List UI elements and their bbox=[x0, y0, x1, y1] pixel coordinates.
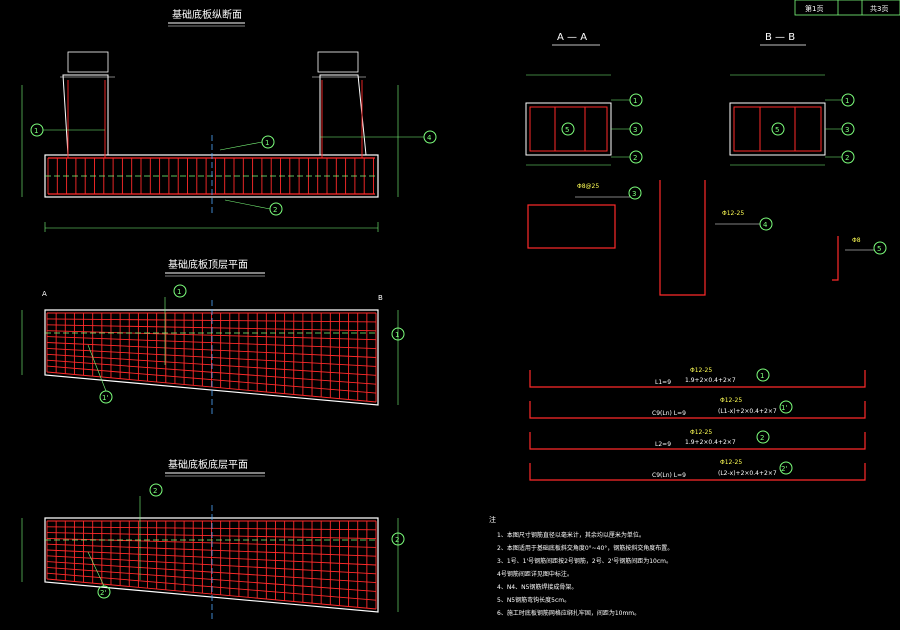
title-block: 第1页 共3页 bbox=[794, 0, 900, 16]
schedule-row-1-len: L1=9 bbox=[655, 379, 671, 386]
bar-detail-5: Φ8 5 bbox=[832, 236, 887, 281]
detail-3-spec: Φ8@25 bbox=[577, 183, 599, 190]
top-plan-rebar-mesh bbox=[46, 312, 377, 403]
schedule-row-1-note: 1.9+2×0.4+2×7 bbox=[685, 377, 736, 384]
general-notes: 注 1、本图尺寸钢筋直径以毫米计，其余均以厘米为单位。 2、本图适用于基础底板斜… bbox=[489, 515, 673, 617]
note-5: 5、N5钢筋弯钩长度5cm。 bbox=[497, 596, 570, 604]
detail-4-spec: Φ12-25 bbox=[722, 210, 744, 217]
schedule-row-2-spec: Φ12-25 bbox=[720, 397, 742, 404]
schedule-row-2-note: (L1-x)+2×0.4+2×7 bbox=[718, 408, 777, 415]
schedule-row-2-mark: 1' bbox=[781, 404, 787, 412]
callout-3-detail: 3 bbox=[632, 190, 636, 198]
callout-1-a: 1 bbox=[633, 97, 637, 105]
notes-heading: 注 bbox=[489, 515, 496, 524]
schedule-row-1-spec: Φ12-25 bbox=[690, 367, 712, 374]
section-b-view: B — B 5 1 3 2 bbox=[729, 32, 855, 166]
callout-3-b: 3 bbox=[845, 126, 849, 134]
note-2: 2、本图适用于基础底板斜交角度0°~40°，钢筋按斜交角度布置。 bbox=[497, 544, 673, 552]
note-4: 4、N4、N5钢筋焊接成骨架。 bbox=[497, 583, 577, 591]
callout-5-a: 5 bbox=[565, 126, 569, 134]
callout-2-b: 2 bbox=[845, 154, 849, 162]
section-b-title: B — B bbox=[765, 32, 795, 43]
schedule-row-3-len: L2=9 bbox=[655, 441, 671, 448]
bottom-plan-view: 基础底板底层平面 2 2 2' bbox=[21, 458, 405, 622]
section-a-title: A — A bbox=[557, 32, 587, 43]
callout-1p-top: 1' bbox=[102, 394, 108, 402]
bar-detail-4: Φ12-25 4 bbox=[659, 180, 773, 296]
bottom-plan-rebar-mesh bbox=[46, 520, 377, 610]
schedule-row-4-len: C9(Ln) L=9 bbox=[652, 472, 686, 479]
title-block-cell-2: 共3页 bbox=[870, 4, 888, 13]
bottom-plan-title: 基础底板底层平面 bbox=[168, 458, 248, 471]
note-1: 1、本图尺寸钢筋直径以毫米计，其余均以厘米为单位。 bbox=[497, 531, 645, 539]
section-a-view: A — A 5 1 3 2 bbox=[525, 32, 643, 166]
detail-5-spec: Φ8 bbox=[852, 237, 861, 244]
callout-4-detail: 4 bbox=[763, 221, 768, 229]
schedule-row-4-spec: Φ12-25 bbox=[720, 459, 742, 466]
callout-1-top-right: 1 bbox=[395, 331, 399, 339]
schedule-row-1-mark: 1 bbox=[760, 372, 764, 380]
callout-4-long: 4 bbox=[427, 134, 432, 142]
callout-1-long-mid: 1 bbox=[265, 139, 269, 147]
longitudinal-section-view: 基础底板纵断面 1 4 1 2 bbox=[21, 8, 437, 232]
callout-2-a: 2 bbox=[633, 154, 637, 162]
title-block-cell-1: 第1页 bbox=[805, 4, 823, 13]
schedule-row-4-note: (L2-x)+2×0.4+2×7 bbox=[718, 470, 777, 477]
note-3-cont: 4号钢筋间距详见图中标注。 bbox=[497, 570, 573, 578]
schedule-row-4-mark: 2' bbox=[781, 465, 787, 473]
callout-1-top: 1 bbox=[177, 288, 181, 296]
top-plan-view: 基础底板顶层平面 A B 1 1 1' bbox=[21, 258, 405, 415]
callout-2p-bottom: 2' bbox=[100, 589, 106, 597]
section-mark-b-top: B bbox=[378, 294, 383, 302]
callout-2-bottom-right: 2 bbox=[395, 536, 399, 544]
schedule-row-3-note: 1.9+2×0.4+2×7 bbox=[685, 439, 736, 446]
bar-detail-3: Φ8@25 3 bbox=[527, 183, 642, 249]
callout-1-long: 1 bbox=[34, 127, 38, 135]
schedule-row-3-mark: 2 bbox=[760, 434, 764, 442]
note-6: 6、施工时底板钢筋网格应绑扎牢固，间距为10mm。 bbox=[497, 609, 640, 617]
callout-2-long: 2 bbox=[273, 206, 277, 214]
schedule-row-2-len: C9(Ln) L=9 bbox=[652, 410, 686, 417]
callout-5-detail: 5 bbox=[877, 245, 881, 253]
callout-1-b: 1 bbox=[845, 97, 849, 105]
longitudinal-title: 基础底板纵断面 bbox=[172, 8, 242, 21]
bar-schedule: Φ12-25 1.9+2×0.4+2×7 L1=9 1 Φ12-25 (L1-x… bbox=[529, 367, 866, 481]
note-3: 3、1号、1'号钢筋间距按2号钢筋，2号、2'号钢筋间距为10cm。 bbox=[497, 557, 672, 565]
callout-3-a: 3 bbox=[633, 126, 637, 134]
top-plan-title: 基础底板顶层平面 bbox=[168, 258, 248, 271]
schedule-row-3-spec: Φ12-25 bbox=[690, 429, 712, 436]
callout-5-b: 5 bbox=[775, 126, 779, 134]
callout-2-bottom: 2 bbox=[153, 487, 157, 495]
section-mark-a-top: A bbox=[42, 290, 47, 298]
